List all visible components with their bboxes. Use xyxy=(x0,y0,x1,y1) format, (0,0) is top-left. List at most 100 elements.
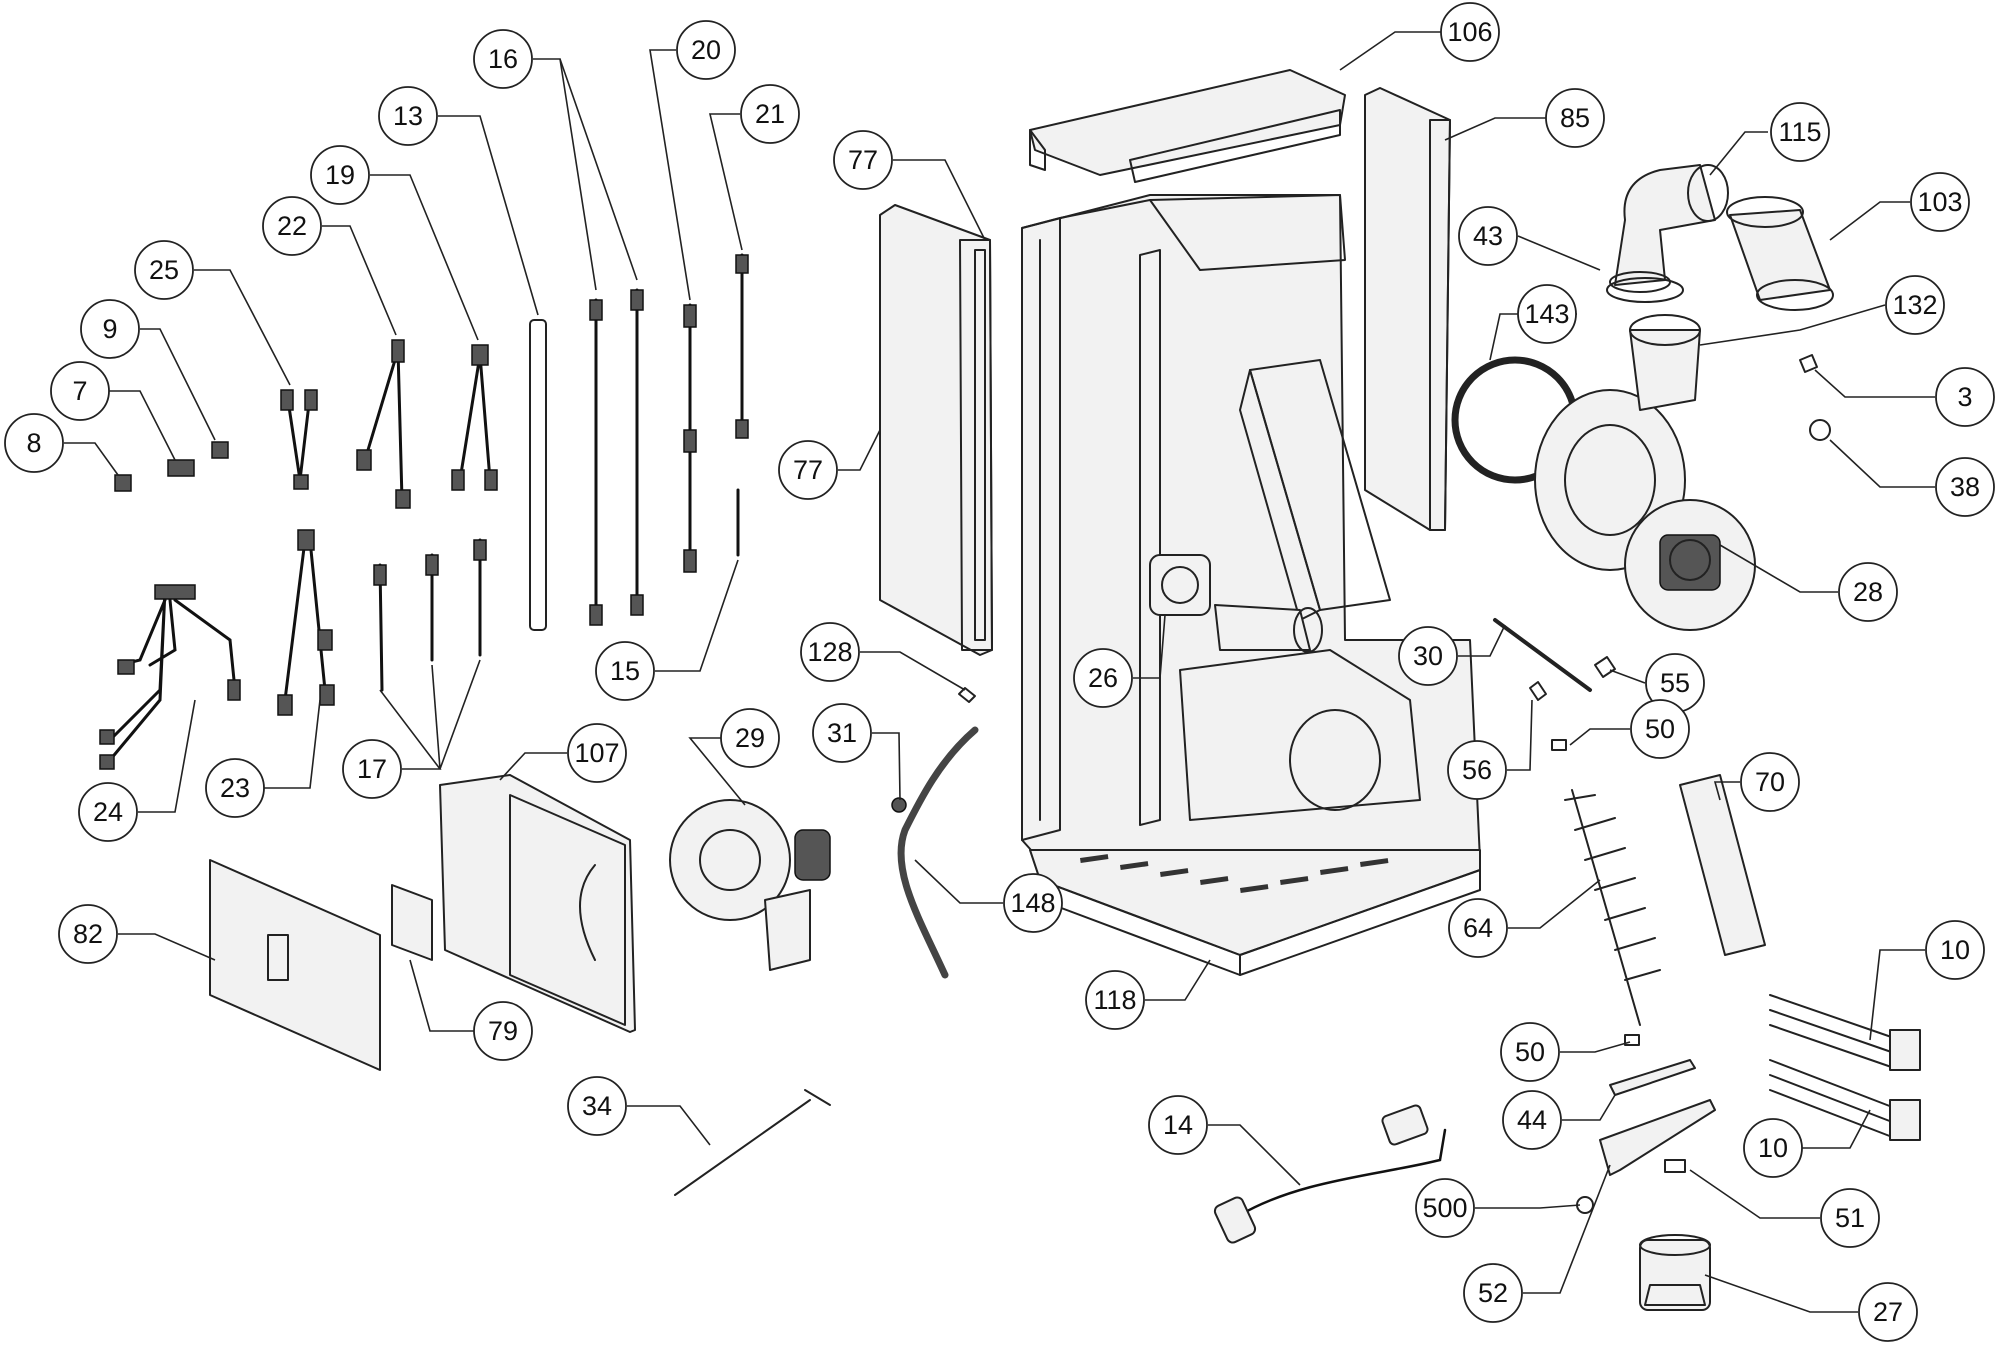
callout-circle xyxy=(1085,970,1145,1030)
side-panel-right xyxy=(1364,87,1451,531)
guide-part xyxy=(1599,1099,1716,1176)
wiring-harnesses xyxy=(99,253,749,770)
callout-number: 128 xyxy=(807,637,852,667)
auger xyxy=(1564,789,1661,1026)
callout-circle xyxy=(80,299,140,359)
callout-circle xyxy=(676,20,736,80)
callout-number: 500 xyxy=(1422,1193,1467,1223)
callout-64: 64 xyxy=(1448,898,1508,958)
callout-number: 50 xyxy=(1645,714,1675,744)
callout-number: 43 xyxy=(1473,221,1503,251)
callout-number: 20 xyxy=(691,35,721,65)
callout-148: 148 xyxy=(1003,873,1063,933)
callout-circle xyxy=(740,84,800,144)
callout-circle xyxy=(1415,1178,1475,1238)
callout-number: 25 xyxy=(149,255,179,285)
callout-85: 85 xyxy=(1545,88,1605,148)
callout-115: 115 xyxy=(1770,102,1830,162)
callout-50: 50 xyxy=(1500,1022,1560,1082)
callout-31: 31 xyxy=(812,703,872,763)
callout-15: 15 xyxy=(595,641,655,701)
callout-10: 10 xyxy=(1925,920,1985,980)
callout-circle xyxy=(1838,562,1898,622)
callout-circle xyxy=(473,29,533,89)
callout-circle xyxy=(1440,2,1500,62)
callout-77: 77 xyxy=(833,130,893,190)
callout-number: 103 xyxy=(1917,187,1962,217)
callout-52: 52 xyxy=(1463,1263,1523,1323)
callout-number: 55 xyxy=(1660,668,1690,698)
callout-circle xyxy=(1820,1188,1880,1248)
hose-part xyxy=(897,726,979,979)
callout-number: 26 xyxy=(1088,663,1118,693)
callout-number: 28 xyxy=(1853,577,1883,607)
callout-circle xyxy=(1740,752,1800,812)
callout-circle xyxy=(1935,457,1995,517)
callout-circle xyxy=(262,196,322,256)
callout-27: 27 xyxy=(1858,1282,1918,1342)
callout-50: 50 xyxy=(1630,699,1690,759)
callout-circle xyxy=(1500,1022,1560,1082)
callout-number: 85 xyxy=(1560,103,1590,133)
callout-circle xyxy=(1925,920,1985,980)
callout-44: 44 xyxy=(1502,1090,1562,1150)
callout-13: 13 xyxy=(378,86,438,146)
gear-motor xyxy=(1639,1234,1711,1311)
callout-number: 77 xyxy=(793,455,823,485)
callout-circle xyxy=(800,622,860,682)
callout-8: 8 xyxy=(4,413,64,473)
callout-number: 132 xyxy=(1892,290,1937,320)
callout-79: 79 xyxy=(473,1001,533,1061)
plate-part xyxy=(1609,1059,1696,1096)
callout-number: 52 xyxy=(1478,1278,1508,1308)
exhaust-fan-assembly xyxy=(1451,314,1756,631)
callout-circle xyxy=(1073,648,1133,708)
base-vent-slots xyxy=(1080,854,1389,893)
bracket-bar xyxy=(1493,618,1592,692)
callout-number: 24 xyxy=(93,797,123,827)
leader-lines xyxy=(64,31,1935,1313)
callout-circle xyxy=(567,723,627,783)
callout-30: 30 xyxy=(1398,626,1458,686)
callout-10: 10 xyxy=(1743,1118,1803,1178)
callout-circle xyxy=(1770,102,1830,162)
callout-number: 148 xyxy=(1010,888,1055,918)
callout-28: 28 xyxy=(1838,562,1898,622)
callout-number: 29 xyxy=(735,723,765,753)
callout-103: 103 xyxy=(1910,172,1970,232)
callout-circle xyxy=(1447,740,1507,800)
callout-circle xyxy=(1545,88,1605,148)
callout-number: 106 xyxy=(1447,17,1492,47)
callout-number: 17 xyxy=(357,754,387,784)
gasket xyxy=(1606,277,1684,303)
callout-23: 23 xyxy=(205,758,265,818)
callout-number: 3 xyxy=(1957,382,1972,412)
callout-7: 7 xyxy=(50,361,110,421)
callout-20: 20 xyxy=(676,20,736,80)
callout-106: 106 xyxy=(1440,2,1500,62)
callout-34: 34 xyxy=(567,1076,627,1136)
heating-elements xyxy=(1769,994,1921,1141)
callout-circle xyxy=(1463,1263,1523,1323)
callout-number: 70 xyxy=(1755,767,1785,797)
callout-circle xyxy=(1148,1095,1208,1155)
callout-circle xyxy=(1458,206,1518,266)
parts-drawing xyxy=(99,69,1921,1311)
temperature-probe xyxy=(674,1089,831,1196)
callout-132: 132 xyxy=(1885,275,1945,335)
callout-16: 16 xyxy=(473,29,533,89)
callout-number: 7 xyxy=(72,376,87,406)
callout-number: 44 xyxy=(1517,1105,1547,1135)
callout-circle xyxy=(1398,626,1458,686)
callout-17: 17 xyxy=(342,739,402,799)
bracket-part xyxy=(391,884,433,961)
callout-circle xyxy=(1517,284,1577,344)
callout-number: 10 xyxy=(1758,1133,1788,1163)
callout-51: 51 xyxy=(1820,1188,1880,1248)
callout-22: 22 xyxy=(262,196,322,256)
callout-circle xyxy=(1448,898,1508,958)
callout-circle xyxy=(1885,275,1945,335)
callout-number: 15 xyxy=(610,656,640,686)
